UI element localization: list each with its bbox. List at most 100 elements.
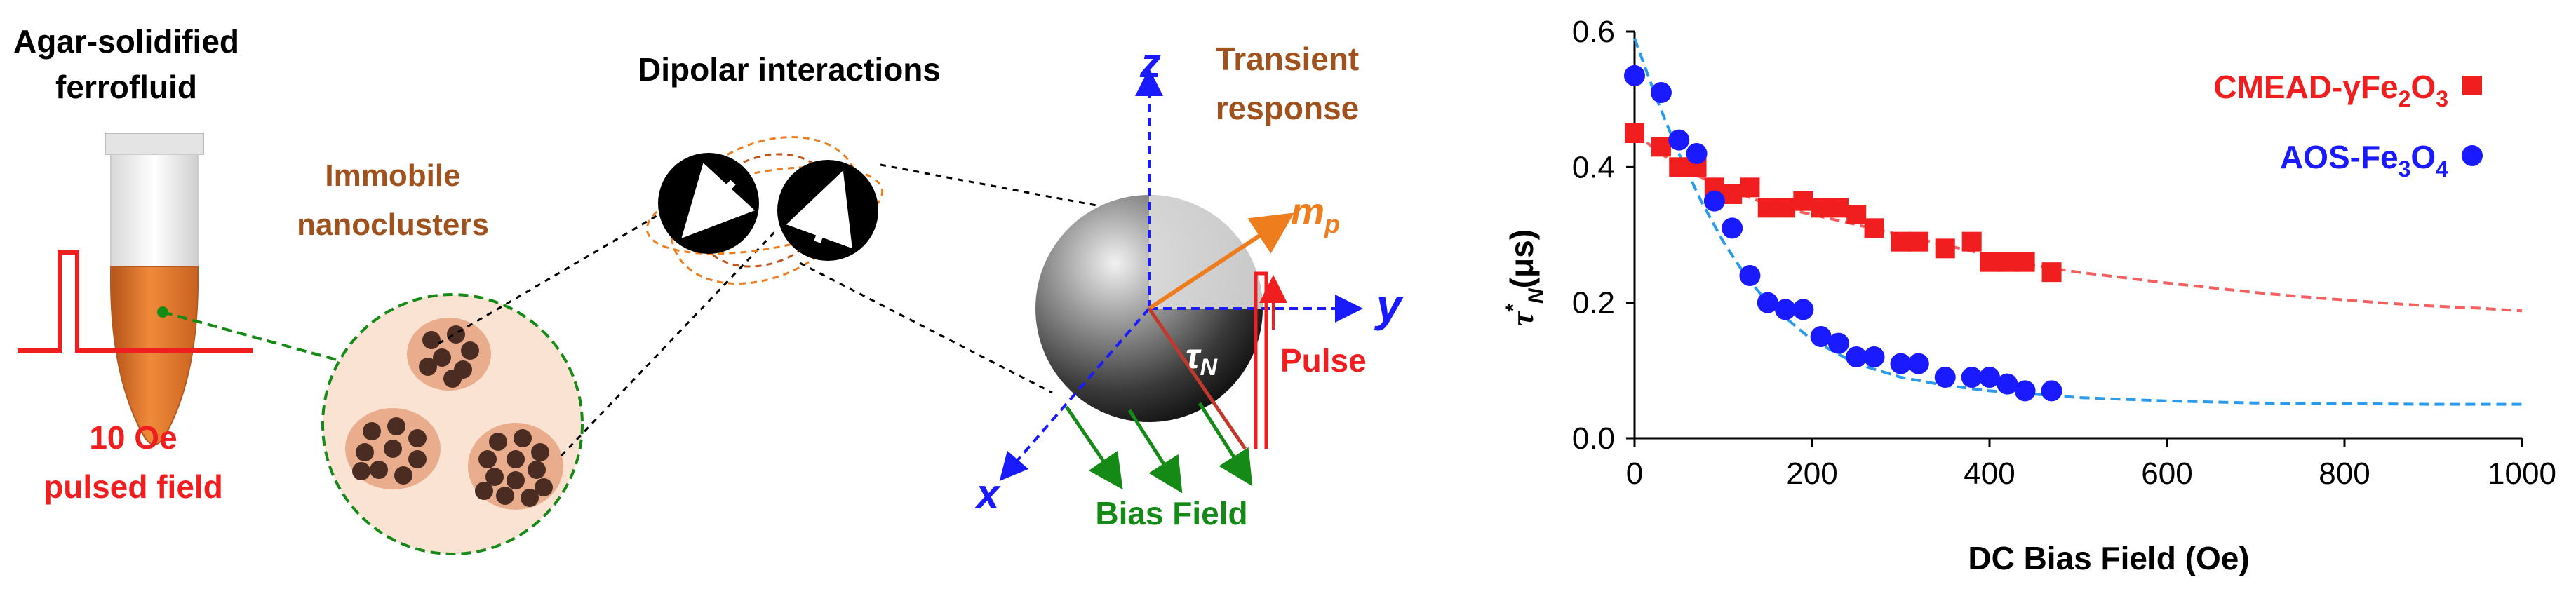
transient-label-line1: Transient	[1216, 41, 1360, 77]
nanoparticle	[461, 341, 479, 360]
data-point-circle	[1757, 292, 1778, 313]
x-tick-label: 400	[1964, 456, 2015, 491]
x-tick-label: 600	[2141, 456, 2192, 491]
dipole-particle-left	[658, 153, 759, 254]
nanoparticle	[422, 331, 441, 349]
data-point-circle	[1792, 299, 1814, 320]
nanoparticle	[387, 417, 405, 435]
nanoparticle	[363, 422, 381, 440]
tube-label-line2: ferrofluid	[55, 69, 197, 105]
legend-series-2: AOS-Fe3O4	[2280, 139, 2448, 182]
nanoparticle	[443, 370, 462, 388]
bias-field-label: Bias Field	[1095, 495, 1247, 532]
data-point-circle	[1810, 326, 1832, 347]
data-point-square	[1740, 177, 1760, 198]
data-point-square	[1625, 123, 1644, 143]
data-point-circle	[1775, 299, 1797, 320]
data-point-circle	[1703, 190, 1725, 212]
nanoparticle	[433, 348, 451, 367]
y-axis-title: τ*N(μs)	[1502, 229, 1548, 326]
fit-curve-1	[1633, 132, 2523, 313]
dipole-to-sphere-connector-1	[880, 163, 1123, 212]
data-point-circle	[1846, 346, 1867, 367]
data-point-circle	[2014, 380, 2036, 402]
dipole-to-sphere-connector-2	[799, 262, 1053, 394]
x-axis-label: x	[974, 470, 1001, 517]
nanoparticle	[531, 443, 549, 461]
data-point-square	[1980, 252, 1999, 272]
moment-arrow	[1148, 212, 1295, 311]
nanoparticle	[356, 443, 374, 461]
nanoparticle	[394, 466, 412, 485]
nanoparticle	[528, 461, 546, 479]
data-point-circle	[1722, 217, 1743, 239]
nanoparticle	[521, 489, 539, 507]
data-point-circle	[1890, 353, 1912, 374]
nanoparticle	[507, 471, 525, 489]
data-point-circle	[1686, 143, 1708, 164]
field-label-line1: 10 Oe	[89, 419, 177, 456]
data-point-square	[1811, 198, 1831, 218]
tube-to-cluster-connector	[162, 311, 355, 366]
data-point-circle	[1979, 367, 2000, 388]
legend-marker-square	[2462, 76, 2482, 95]
data-point-square	[1891, 231, 1911, 252]
nanoparticle	[419, 358, 437, 376]
y-tick-label: 0.0	[1572, 421, 1615, 456]
data-point-circle	[1650, 82, 1672, 103]
nanocluster-view: Immobile nanoclusters	[297, 158, 584, 555]
data-point-circle	[1961, 367, 1983, 388]
pulse-waveform	[18, 250, 253, 353]
nanoparticle	[370, 461, 388, 479]
data-point-square	[1722, 184, 1743, 204]
transient-label-line2: response	[1216, 90, 1360, 126]
nanoparticle	[447, 325, 465, 344]
nanoparticle	[408, 429, 427, 447]
nanoparticle	[384, 440, 402, 458]
data-point-square	[2041, 262, 2062, 283]
y-tick-label: 0.4	[1572, 150, 1615, 184]
x-axis-title: DC Bias Field (Oe)	[1968, 540, 2249, 576]
moment-label: mp	[1291, 191, 1340, 238]
x-axis-arrow	[999, 307, 1151, 482]
nanoparticle	[485, 468, 504, 486]
field-label-line2: pulsed field	[43, 468, 223, 505]
cluster-to-dipole-connector-2	[560, 230, 777, 457]
nanocluster-label-line2: nanoclusters	[297, 208, 489, 242]
data-point-square	[1776, 198, 1796, 218]
data-point-circle	[1827, 332, 1849, 354]
nanocluster-label-line1: Immobile	[325, 158, 460, 193]
data-point-square	[1793, 191, 1813, 211]
tau-label: τN	[1186, 337, 1218, 381]
y-axis-label: y	[1374, 279, 1404, 331]
legend-series-1: CMEAD-γFe2O3	[2213, 69, 2448, 111]
fit-curve-2	[1633, 37, 2522, 406]
data-point-square	[1997, 252, 2018, 272]
legend: CMEAD-γFe2O3 AOS-Fe3O4	[2213, 69, 2483, 182]
nanoparticle	[535, 478, 553, 496]
z-axis-label: z	[1139, 39, 1161, 86]
nanoparticle	[507, 450, 525, 468]
x-tick-label: 800	[2319, 456, 2370, 491]
data-point-circle	[1997, 373, 2018, 395]
data-point-square	[2015, 252, 2035, 272]
data-point-square	[1828, 198, 1849, 218]
y-tick-label: 0.6	[1572, 15, 1615, 49]
tube-section: Agar-solidified ferrofluid 10 Oe pulsed …	[13, 23, 253, 505]
nanoparticle	[496, 487, 514, 505]
data-point-square	[1757, 198, 1778, 218]
x-tick-label: 200	[1786, 456, 1837, 491]
tube-label-line1: Agar-solidified	[13, 23, 239, 60]
data-point-circle	[1907, 353, 1929, 374]
bias-arrow-3	[1198, 402, 1253, 487]
data-point-circle	[1624, 65, 1645, 86]
sample-tube	[105, 133, 204, 445]
data-point-square	[1846, 205, 1867, 224]
data-point-square	[1651, 137, 1671, 157]
bias-arrow-1	[1064, 405, 1123, 490]
data-point-square	[1669, 157, 1689, 177]
nanoparticle	[478, 450, 497, 468]
pulse-bar	[1254, 271, 1268, 449]
red-field-line	[1147, 307, 1247, 450]
